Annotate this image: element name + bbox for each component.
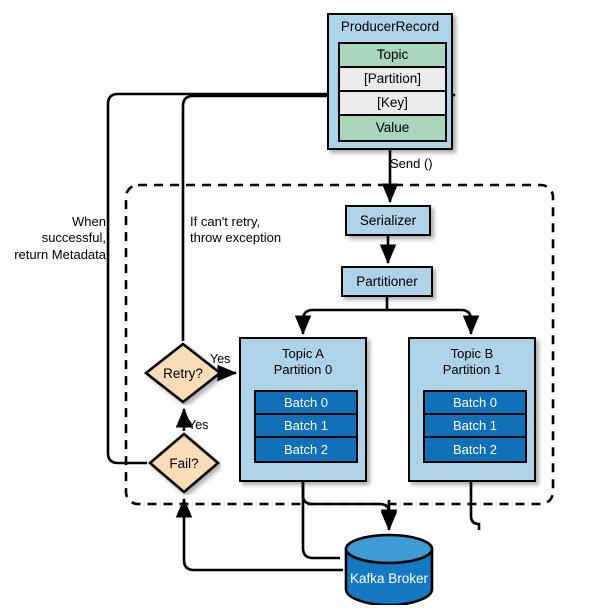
- topic-a-batch-1[interactable]: Batch 1: [256, 415, 356, 438]
- send-edge-label: Send (): [390, 156, 433, 171]
- partitioner-box[interactable]: Partitioner: [341, 266, 433, 297]
- topic-a-partition: Partition 0: [273, 361, 333, 377]
- topic-b-batch-stack: Batch 0 Batch 1 Batch 2: [423, 390, 527, 463]
- edge-topic-a-to-broker: [301, 482, 340, 560]
- topic-b-partition: Partition 1: [442, 361, 502, 377]
- edge-broker-to-fail: [175, 497, 343, 572]
- retry-decision-diamond[interactable]: Retry?: [143, 341, 223, 405]
- edge-topic-b-to-broker: [469, 482, 481, 530]
- topic-b-partition-box[interactable]: Topic B Partition 1 Batch 0 Batch 1 Batc…: [408, 337, 536, 482]
- topic-a-title: Topic A Partition 0: [241, 339, 365, 378]
- edge-partitioner-to-topic-a: [294, 308, 387, 336]
- edge-success-to-record: [106, 92, 450, 465]
- topic-a-batch-stack: Batch 0 Batch 1 Batch 2: [254, 390, 358, 463]
- record-field-key: [Key]: [340, 92, 445, 116]
- edge-retry-no-to-record: [181, 94, 450, 341]
- kafka-broker-shape: [344, 533, 434, 607]
- producer-record-title: ProducerRecord: [340, 19, 440, 35]
- record-field-topic: Topic: [340, 44, 445, 68]
- throw-exception-label: If can't retry, throw exception: [190, 214, 282, 246]
- topic-b-name: Topic B: [450, 346, 494, 361]
- topic-a-partition-box[interactable]: Topic A Partition 0 Batch 0 Batch 1 Batc…: [239, 337, 367, 482]
- kafka-broker-cylinder[interactable]: Kafka Broker: [343, 533, 435, 607]
- topic-b-batch-1[interactable]: Batch 1: [425, 415, 525, 438]
- success-return-metadata-label: When successful, return Metadata: [14, 214, 106, 262]
- topic-b-title: Topic B Partition 1: [410, 339, 534, 378]
- fail-diamond-shape: [147, 432, 221, 494]
- topic-a-batch-0[interactable]: Batch 0: [256, 392, 356, 415]
- edge-partitioner-to-topic-b: [387, 308, 480, 336]
- record-field-partition: [Partition]: [340, 68, 445, 92]
- topic-a-name: Topic A: [282, 346, 324, 361]
- fail-yes-label: Yes: [188, 418, 209, 432]
- retry-yes-label: Yes: [210, 352, 231, 366]
- fail-decision-diamond[interactable]: Fail?: [147, 431, 221, 495]
- retry-diamond-shape: [143, 342, 223, 404]
- record-field-value: Value: [340, 116, 445, 140]
- topic-b-batch-0[interactable]: Batch 0: [425, 392, 525, 415]
- topic-b-batch-2[interactable]: Batch 2: [425, 438, 525, 461]
- edge-topic-a-to-broker-entry: [301, 482, 398, 530]
- producer-record-field-list: Topic [Partition] [Key] Value: [338, 42, 447, 142]
- topic-a-batch-2[interactable]: Batch 2: [256, 438, 356, 461]
- serializer-box[interactable]: Serializer: [345, 205, 431, 236]
- producer-record-box[interactable]: ProducerRecord Topic [Partition] [Key] V…: [327, 13, 453, 150]
